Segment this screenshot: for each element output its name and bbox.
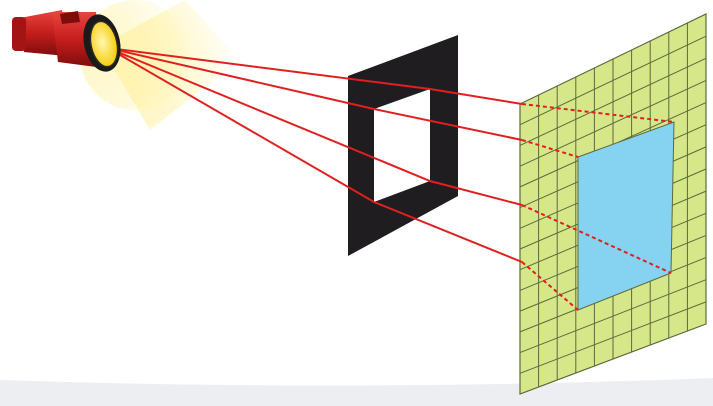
square-frame: [348, 35, 458, 256]
bottom-band: [0, 378, 713, 406]
flashlight-tail-cap: [12, 17, 26, 51]
flashlight: [12, 10, 126, 75]
